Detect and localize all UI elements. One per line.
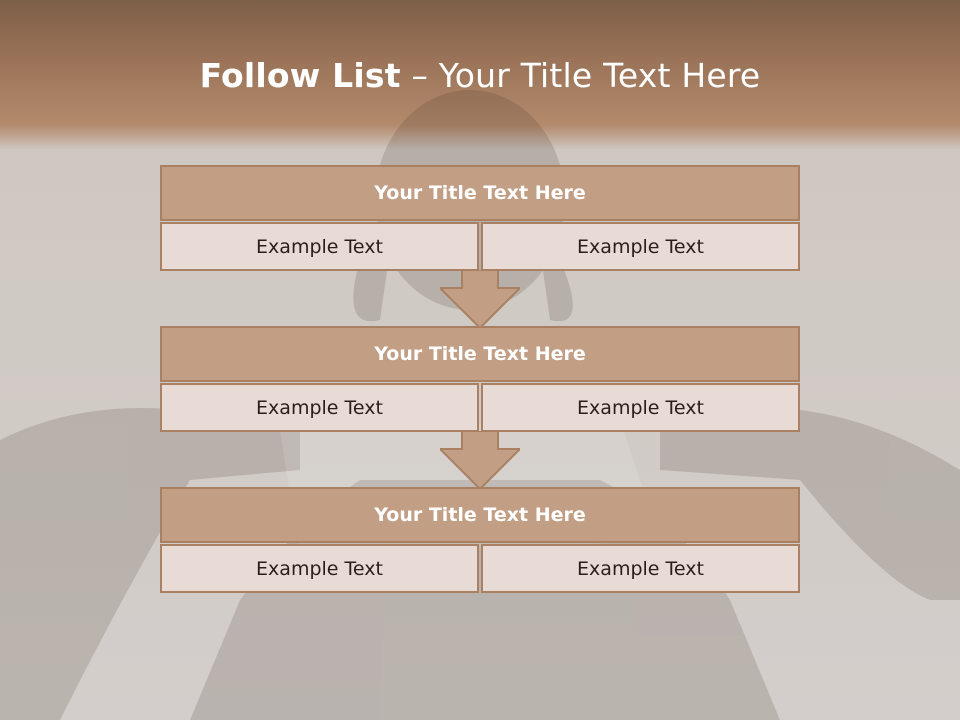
step-title-1: Your Title Text Here <box>160 165 800 221</box>
title-bold: Follow List <box>199 56 401 95</box>
step-3-right-text: Example Text <box>481 544 800 593</box>
step-row-3: Example Text Example Text <box>160 544 800 593</box>
down-arrow-icon <box>440 431 520 491</box>
slide-title: Follow List – Your Title Text Here <box>0 56 960 95</box>
step-1-right-text: Example Text <box>481 222 800 271</box>
step-title-3: Your Title Text Here <box>160 487 800 543</box>
step-box-1: Your Title Text Here Example Text Exampl… <box>160 165 800 271</box>
step-box-3: Your Title Text Here Example Text Exampl… <box>160 487 800 593</box>
step-title-2: Your Title Text Here <box>160 326 800 382</box>
step-3-left-text: Example Text <box>160 544 479 593</box>
step-2-left-text: Example Text <box>160 383 479 432</box>
step-2-right-text: Example Text <box>481 383 800 432</box>
step-box-2: Your Title Text Here Example Text Exampl… <box>160 326 800 432</box>
step-row-2: Example Text Example Text <box>160 383 800 432</box>
step-row-1: Example Text Example Text <box>160 222 800 271</box>
step-1-left-text: Example Text <box>160 222 479 271</box>
down-arrow-icon <box>440 270 520 330</box>
title-rest: – Your Title Text Here <box>400 56 761 95</box>
